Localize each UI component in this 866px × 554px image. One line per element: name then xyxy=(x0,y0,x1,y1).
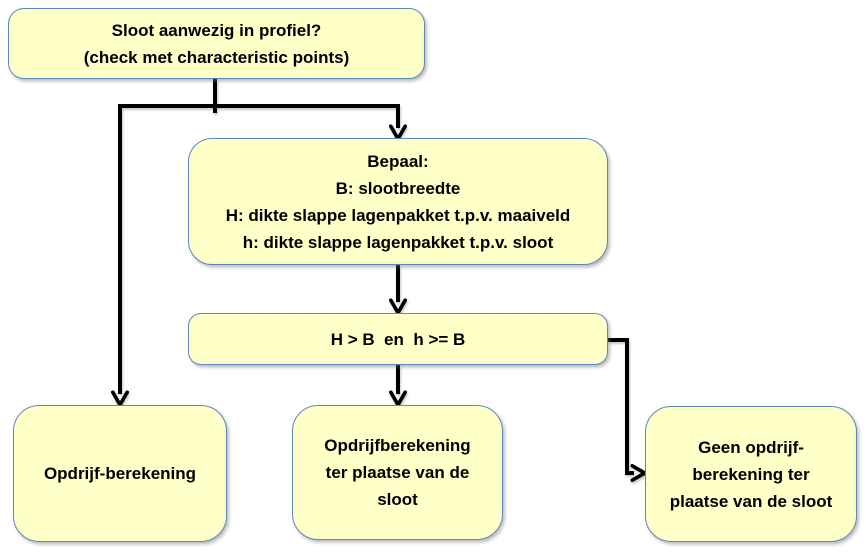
connector-condition-to-geen-opdrijf xyxy=(608,338,647,482)
node-opdrijfberekening-sloot: Opdrijfberekening ter plaatse van de slo… xyxy=(292,405,503,540)
node-opdrijf-berekening: Opdrijf-berekening xyxy=(13,405,227,542)
connector-sloot-check-to-bepaal xyxy=(215,104,407,141)
node-condition-h-b: H > B en h >= B xyxy=(188,313,608,365)
node-sloot-aanwezig: Sloot aanwezig in profiel? (check met ch… xyxy=(8,8,425,79)
node-bepaal-parameters: Bepaal: B: slootbreedte H: dikte slappe … xyxy=(188,138,608,265)
node-geen-opdrijfberekening-sloot: Geen opdrijf- berekening ter plaatse van… xyxy=(645,406,857,542)
